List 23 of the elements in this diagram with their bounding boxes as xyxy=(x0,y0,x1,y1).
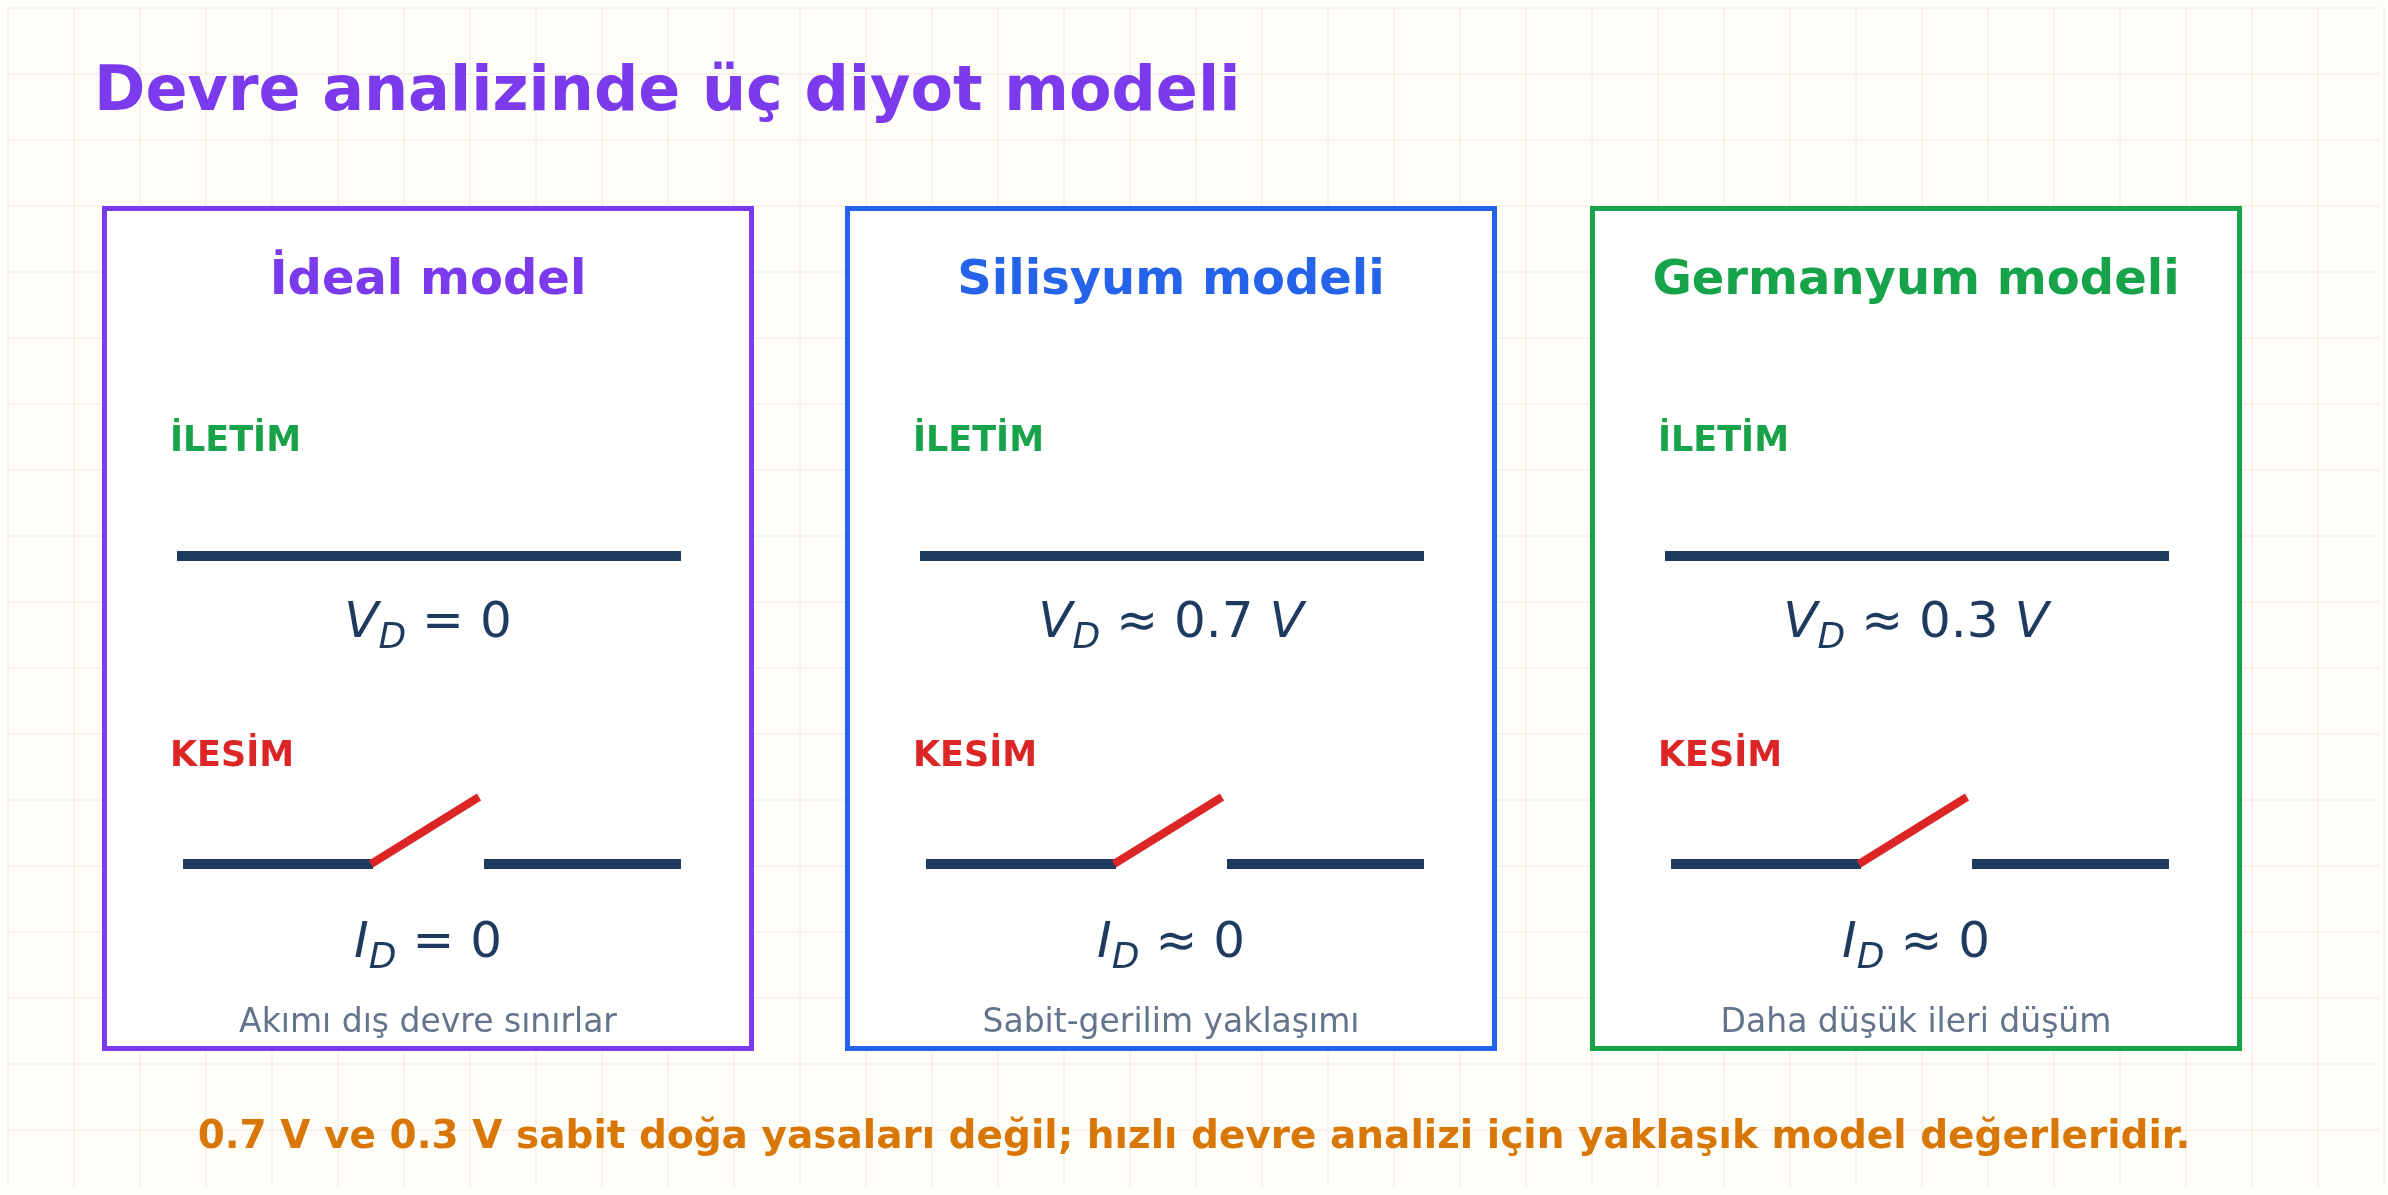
state-label: İLETİM xyxy=(170,419,301,459)
voltage-equation: V$_{D}$ ≈ 0.7 V xyxy=(850,591,1492,656)
state-label: İLETİM xyxy=(1658,419,1789,459)
model-title: Silisyum modeli xyxy=(956,249,1386,305)
model-note: Sabit-gerilim yaklaşımı xyxy=(981,1001,1361,1040)
current-equation: I$_{D}$ ≈ 0 xyxy=(1841,911,1991,976)
model-title: Germanyum modeli xyxy=(1651,249,2181,305)
state-label: İLETİM xyxy=(913,419,1044,459)
voltage-equation: V$_{D}$ ≈ 0.3 V xyxy=(1595,591,2237,656)
current-equation: I$_{D}$ ≈ 0 xyxy=(1096,911,1246,976)
model-card xyxy=(102,206,754,1051)
current-equation: I$_{D}$ = 0 xyxy=(353,911,503,976)
model-card xyxy=(845,206,1497,1051)
model-card xyxy=(1590,206,2242,1051)
voltage-equation: V$_{D}$ = 0 xyxy=(343,591,513,656)
diagram-title: Devre analizinde üç diyot modeli xyxy=(94,52,1241,125)
model-note: Daha düşük ileri düşüm xyxy=(1719,1001,2113,1040)
model-note: Akımı dış devre sınırlar xyxy=(238,1001,618,1040)
state-label: KESİM xyxy=(170,734,295,774)
state-label: KESİM xyxy=(1658,734,1783,774)
state-label: KESİM xyxy=(913,734,1038,774)
caption: 0.7 V ve 0.3 V sabit doğa yasaları değil; hızlı devre analizi için yaklaşık model değerleridir. xyxy=(196,1112,2192,1157)
model-title: İdeal model xyxy=(268,249,588,305)
